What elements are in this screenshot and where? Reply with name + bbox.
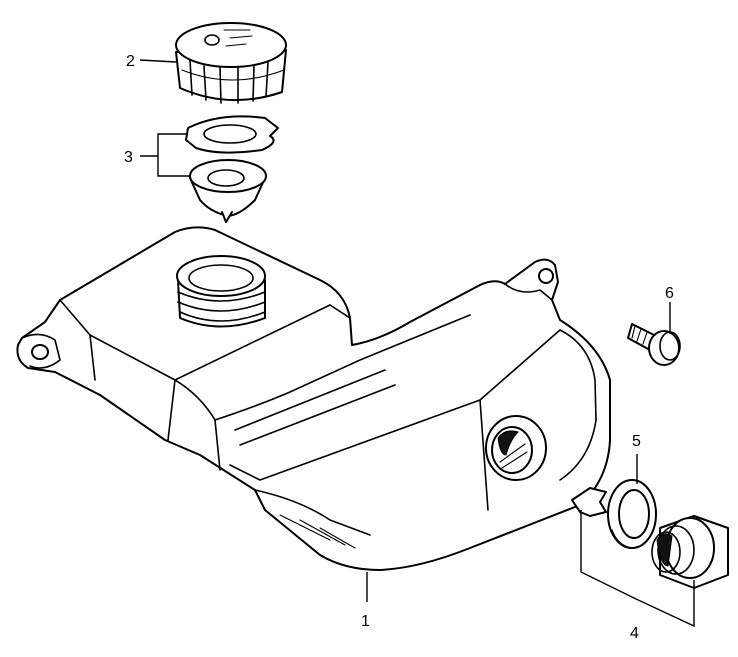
callout-5: 5 <box>632 433 641 450</box>
callout-3: 3 <box>124 149 133 166</box>
drain-boss <box>485 415 547 481</box>
cap-gasket <box>185 115 279 154</box>
fuel-strainer <box>189 159 267 223</box>
washer <box>607 479 657 549</box>
callout-2: 2 <box>126 53 135 70</box>
bolt <box>627 323 681 366</box>
filler-cap <box>175 22 287 104</box>
filler-neck <box>176 255 266 328</box>
drain-plug <box>651 515 729 589</box>
callout-1: 1 <box>361 613 370 630</box>
fuel-tank <box>16 226 611 571</box>
callout-labels: 1 2 3 4 5 6 <box>124 53 674 642</box>
leader-lines <box>139 59 695 628</box>
callout-6: 6 <box>665 285 674 302</box>
callout-4: 4 <box>630 625 639 642</box>
